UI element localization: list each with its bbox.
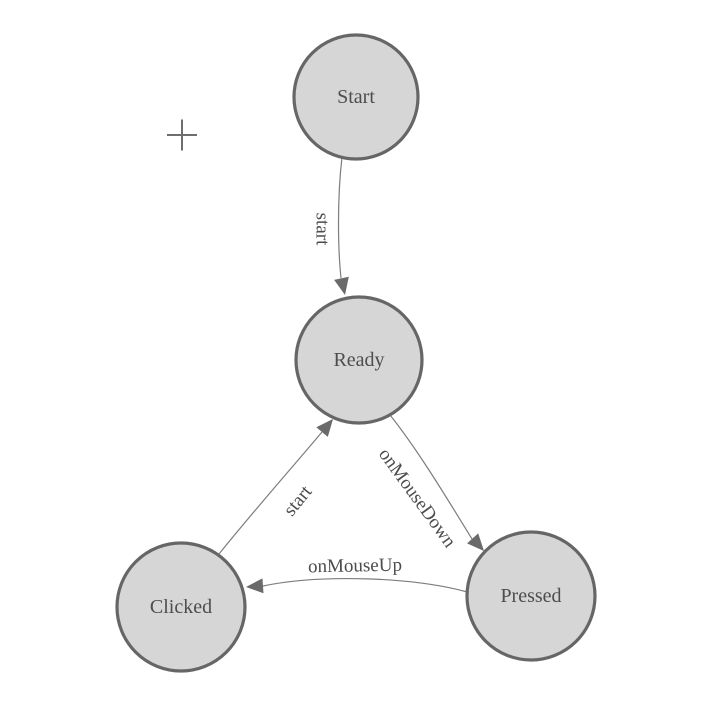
edge-line <box>337 156 343 279</box>
origin-crosshair-icon <box>167 119 197 151</box>
node-clicked-circle <box>115 541 247 673</box>
node-ready-label: Ready <box>333 349 384 371</box>
edge-pressed-to-clicked[interactable]: onMouseUp <box>245 555 468 595</box>
arrowhead-icon <box>334 276 349 295</box>
edge-label-onmouseup: onMouseUp <box>308 555 402 578</box>
node-start[interactable]: Start <box>292 33 420 161</box>
node-ready[interactable]: Ready <box>294 295 424 425</box>
edge-ready-to-pressed[interactable]: onMouseDown <box>374 414 490 556</box>
edge-label-start-1: start <box>312 213 333 246</box>
edge-line <box>218 431 323 555</box>
edge-start-to-ready[interactable]: start <box>312 156 353 297</box>
node-clicked[interactable]: Clicked <box>115 541 247 673</box>
node-pressed[interactable]: Pressed <box>465 530 597 662</box>
arrowhead-icon <box>316 419 333 437</box>
node-start-label: Start <box>337 86 375 108</box>
edge-clicked-to-ready[interactable]: start <box>218 414 339 555</box>
node-clicked-label: Clicked <box>150 596 212 618</box>
arrowhead-icon <box>246 578 264 594</box>
edge-line <box>389 414 473 540</box>
edge-label-start-2: start <box>280 481 317 520</box>
node-pressed-label: Pressed <box>500 585 561 607</box>
edge-line <box>262 578 468 593</box>
node-pressed-circle <box>465 530 597 662</box>
arrowhead-icon <box>467 533 484 551</box>
node-start-circle <box>292 33 420 161</box>
node-ready-circle <box>294 295 424 425</box>
